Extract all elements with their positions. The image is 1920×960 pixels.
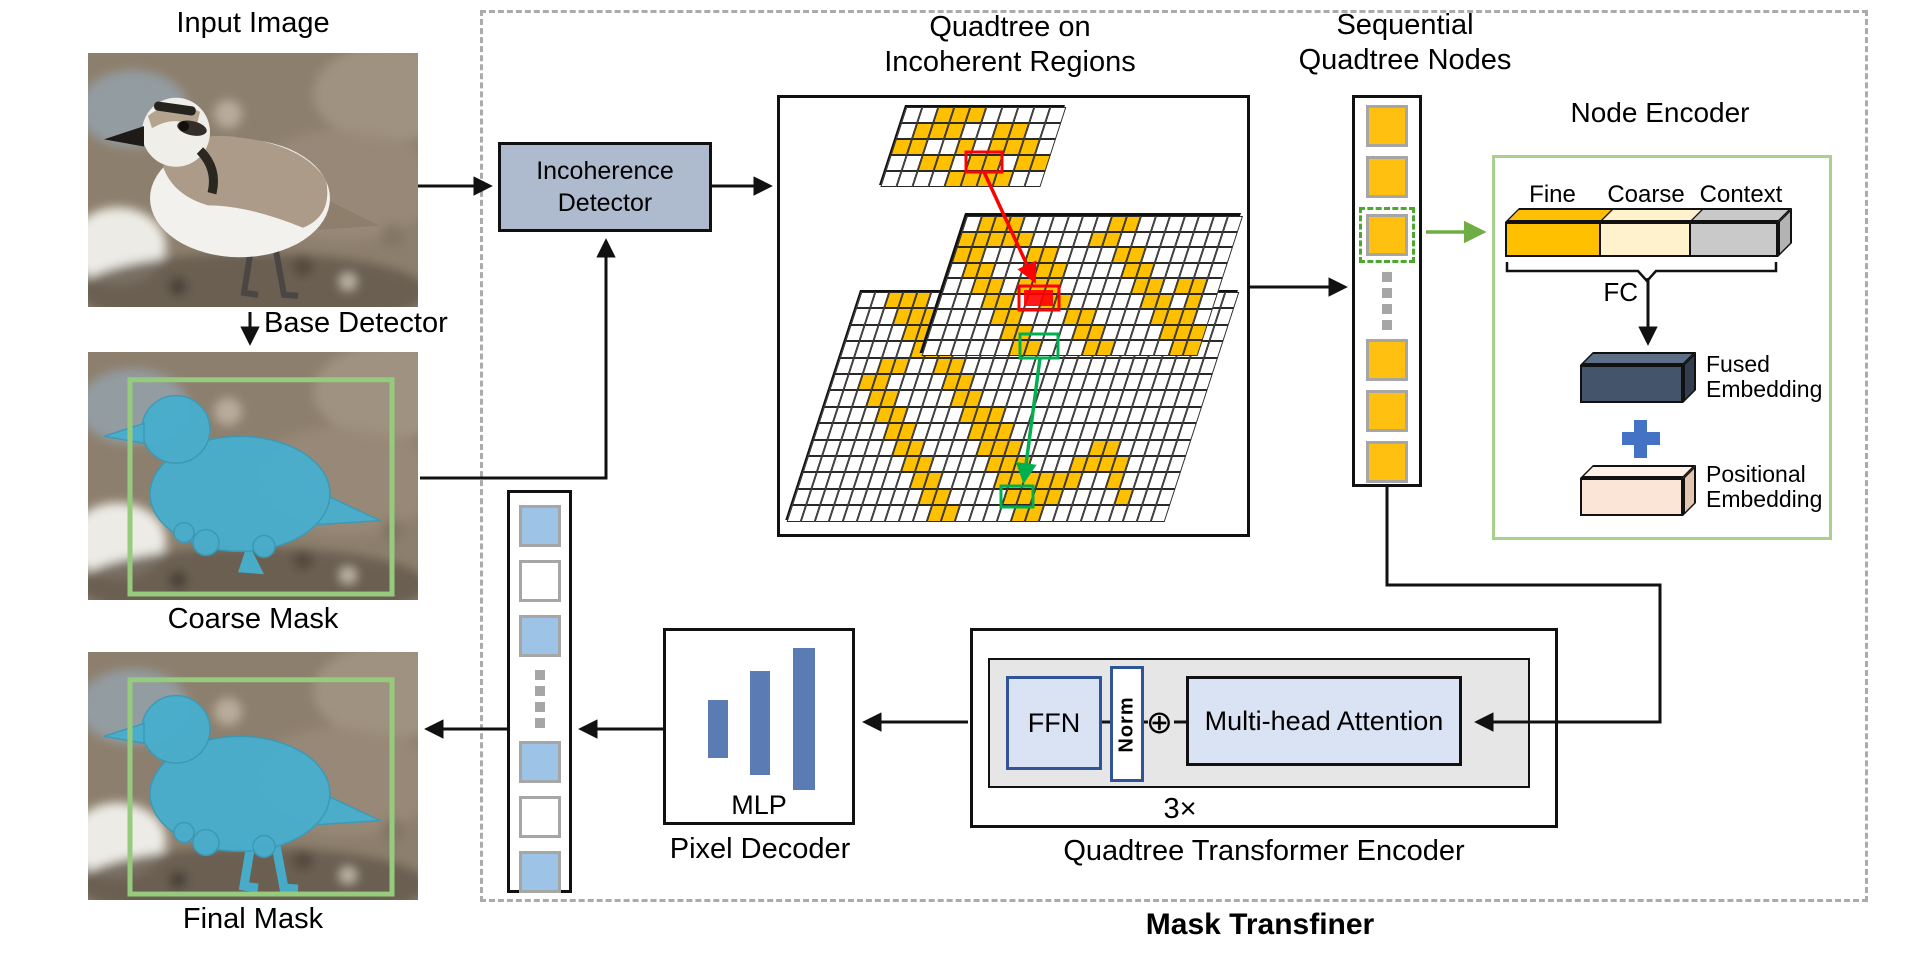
sequential-title-line1: Sequential	[1336, 9, 1474, 41]
quadtree-title-line1: Quadtree on	[929, 11, 1091, 43]
positional-line1: Positional	[1706, 461, 1806, 487]
quadtree-node	[1366, 156, 1408, 198]
incoherence-detector-line2: Detector	[557, 189, 653, 217]
dot	[1382, 304, 1392, 314]
context-segment	[1693, 210, 1788, 220]
fine-label: Fine	[1529, 181, 1576, 208]
node-encoder-title: Node Encoder	[1570, 97, 1750, 128]
feature-bar-top-face	[1505, 208, 1792, 222]
dot	[1382, 320, 1392, 330]
mask-transfiner-caption: Mask Transfiner	[1145, 908, 1375, 941]
dot	[1382, 272, 1392, 282]
input-image	[70, 44, 463, 331]
norm-box: Norm	[1110, 666, 1144, 782]
mlp-bar-large	[793, 648, 815, 790]
quadtree-node-column	[1352, 95, 1422, 487]
ffn-label: FFN	[1027, 707, 1081, 738]
fused-embedding-top-face	[1580, 352, 1696, 365]
fine-segment	[1509, 210, 1613, 220]
fused-line2: Embedding	[1706, 376, 1823, 403]
input-image-label: Input Image	[176, 7, 330, 39]
quadtree-grid-coarse	[879, 105, 1067, 187]
quadtree-node	[1366, 339, 1408, 381]
coarse-mask-label: Coarse Mask	[167, 603, 339, 635]
quadtree-transformer-encoder-label: Quadtree Transformer Encoder	[1063, 835, 1465, 867]
pixel-feature-filled	[518, 851, 561, 893]
quadtree-node	[1366, 390, 1408, 432]
pixel-feature-filled	[518, 505, 561, 547]
positional-embedding-top-face	[1580, 465, 1696, 478]
multi-head-attention-label: Multi-head Attention	[1204, 705, 1444, 736]
base-detector-label: Base Detector	[264, 307, 448, 339]
incoherence-detector-box: Incoherence Detector	[498, 142, 712, 232]
mlp-bar-small	[708, 700, 728, 758]
sequential-title-line2: Quadtree Nodes	[1298, 44, 1512, 76]
ellipsis-dots	[534, 670, 545, 728]
fused-line1: Fused	[1706, 351, 1770, 377]
dot	[534, 702, 545, 712]
dot	[534, 718, 545, 728]
fine-segment	[1507, 224, 1601, 255]
selected-quadtree-node	[1359, 207, 1415, 263]
feature-bar	[1505, 222, 1778, 257]
pixel-feature-empty	[518, 560, 561, 602]
pixel-decoder-label: Pixel Decoder	[669, 833, 851, 865]
dot	[1382, 288, 1392, 298]
fused-embedding-box	[1580, 365, 1683, 403]
context-segment	[1691, 224, 1776, 255]
mlp-label: MLP	[731, 790, 787, 820]
positional-line2: Embedding	[1706, 486, 1823, 513]
quadtree-node	[1366, 441, 1408, 483]
pixel-decoder-box: MLP	[663, 628, 855, 825]
mlp-bar-medium	[750, 671, 770, 775]
coarse-mask-image	[70, 344, 463, 623]
fused-embedding-label: Fused Embedding	[1706, 351, 1856, 403]
dot	[534, 686, 545, 696]
pixel-feature-filled	[518, 615, 561, 657]
dot	[534, 670, 545, 680]
coarse-segment	[1600, 224, 1692, 255]
pixel-feature-column	[507, 490, 572, 893]
ffn-box: FFN	[1006, 676, 1102, 770]
three-x-label: 3×	[1163, 793, 1197, 825]
coarse-segment	[1602, 210, 1704, 220]
incoherence-detector-line1: Incoherence	[536, 156, 674, 185]
positional-embedding-label: Positional Embedding	[1706, 461, 1866, 513]
positional-embedding-box	[1580, 478, 1683, 516]
oplus-icon: ⊕	[1146, 703, 1173, 741]
final-mask-label: Final Mask	[182, 903, 324, 935]
norm-label: Norm	[1115, 695, 1138, 753]
ellipsis-dots	[1382, 272, 1392, 330]
fc-label: FC	[1603, 277, 1638, 307]
quadtree-grid-mid	[919, 213, 1243, 356]
multi-head-attention-box: Multi-head Attention	[1186, 676, 1462, 766]
quadtree-node	[1366, 214, 1408, 256]
quadtree-node	[1366, 105, 1408, 147]
coarse-label: Coarse	[1607, 181, 1685, 208]
pixel-feature-filled	[518, 741, 561, 783]
context-label: Context	[1699, 181, 1783, 208]
quadtree-title-line2: Incoherent Regions	[884, 46, 1136, 78]
final-mask-image	[70, 644, 463, 923]
pixel-feature-empty	[518, 796, 561, 838]
